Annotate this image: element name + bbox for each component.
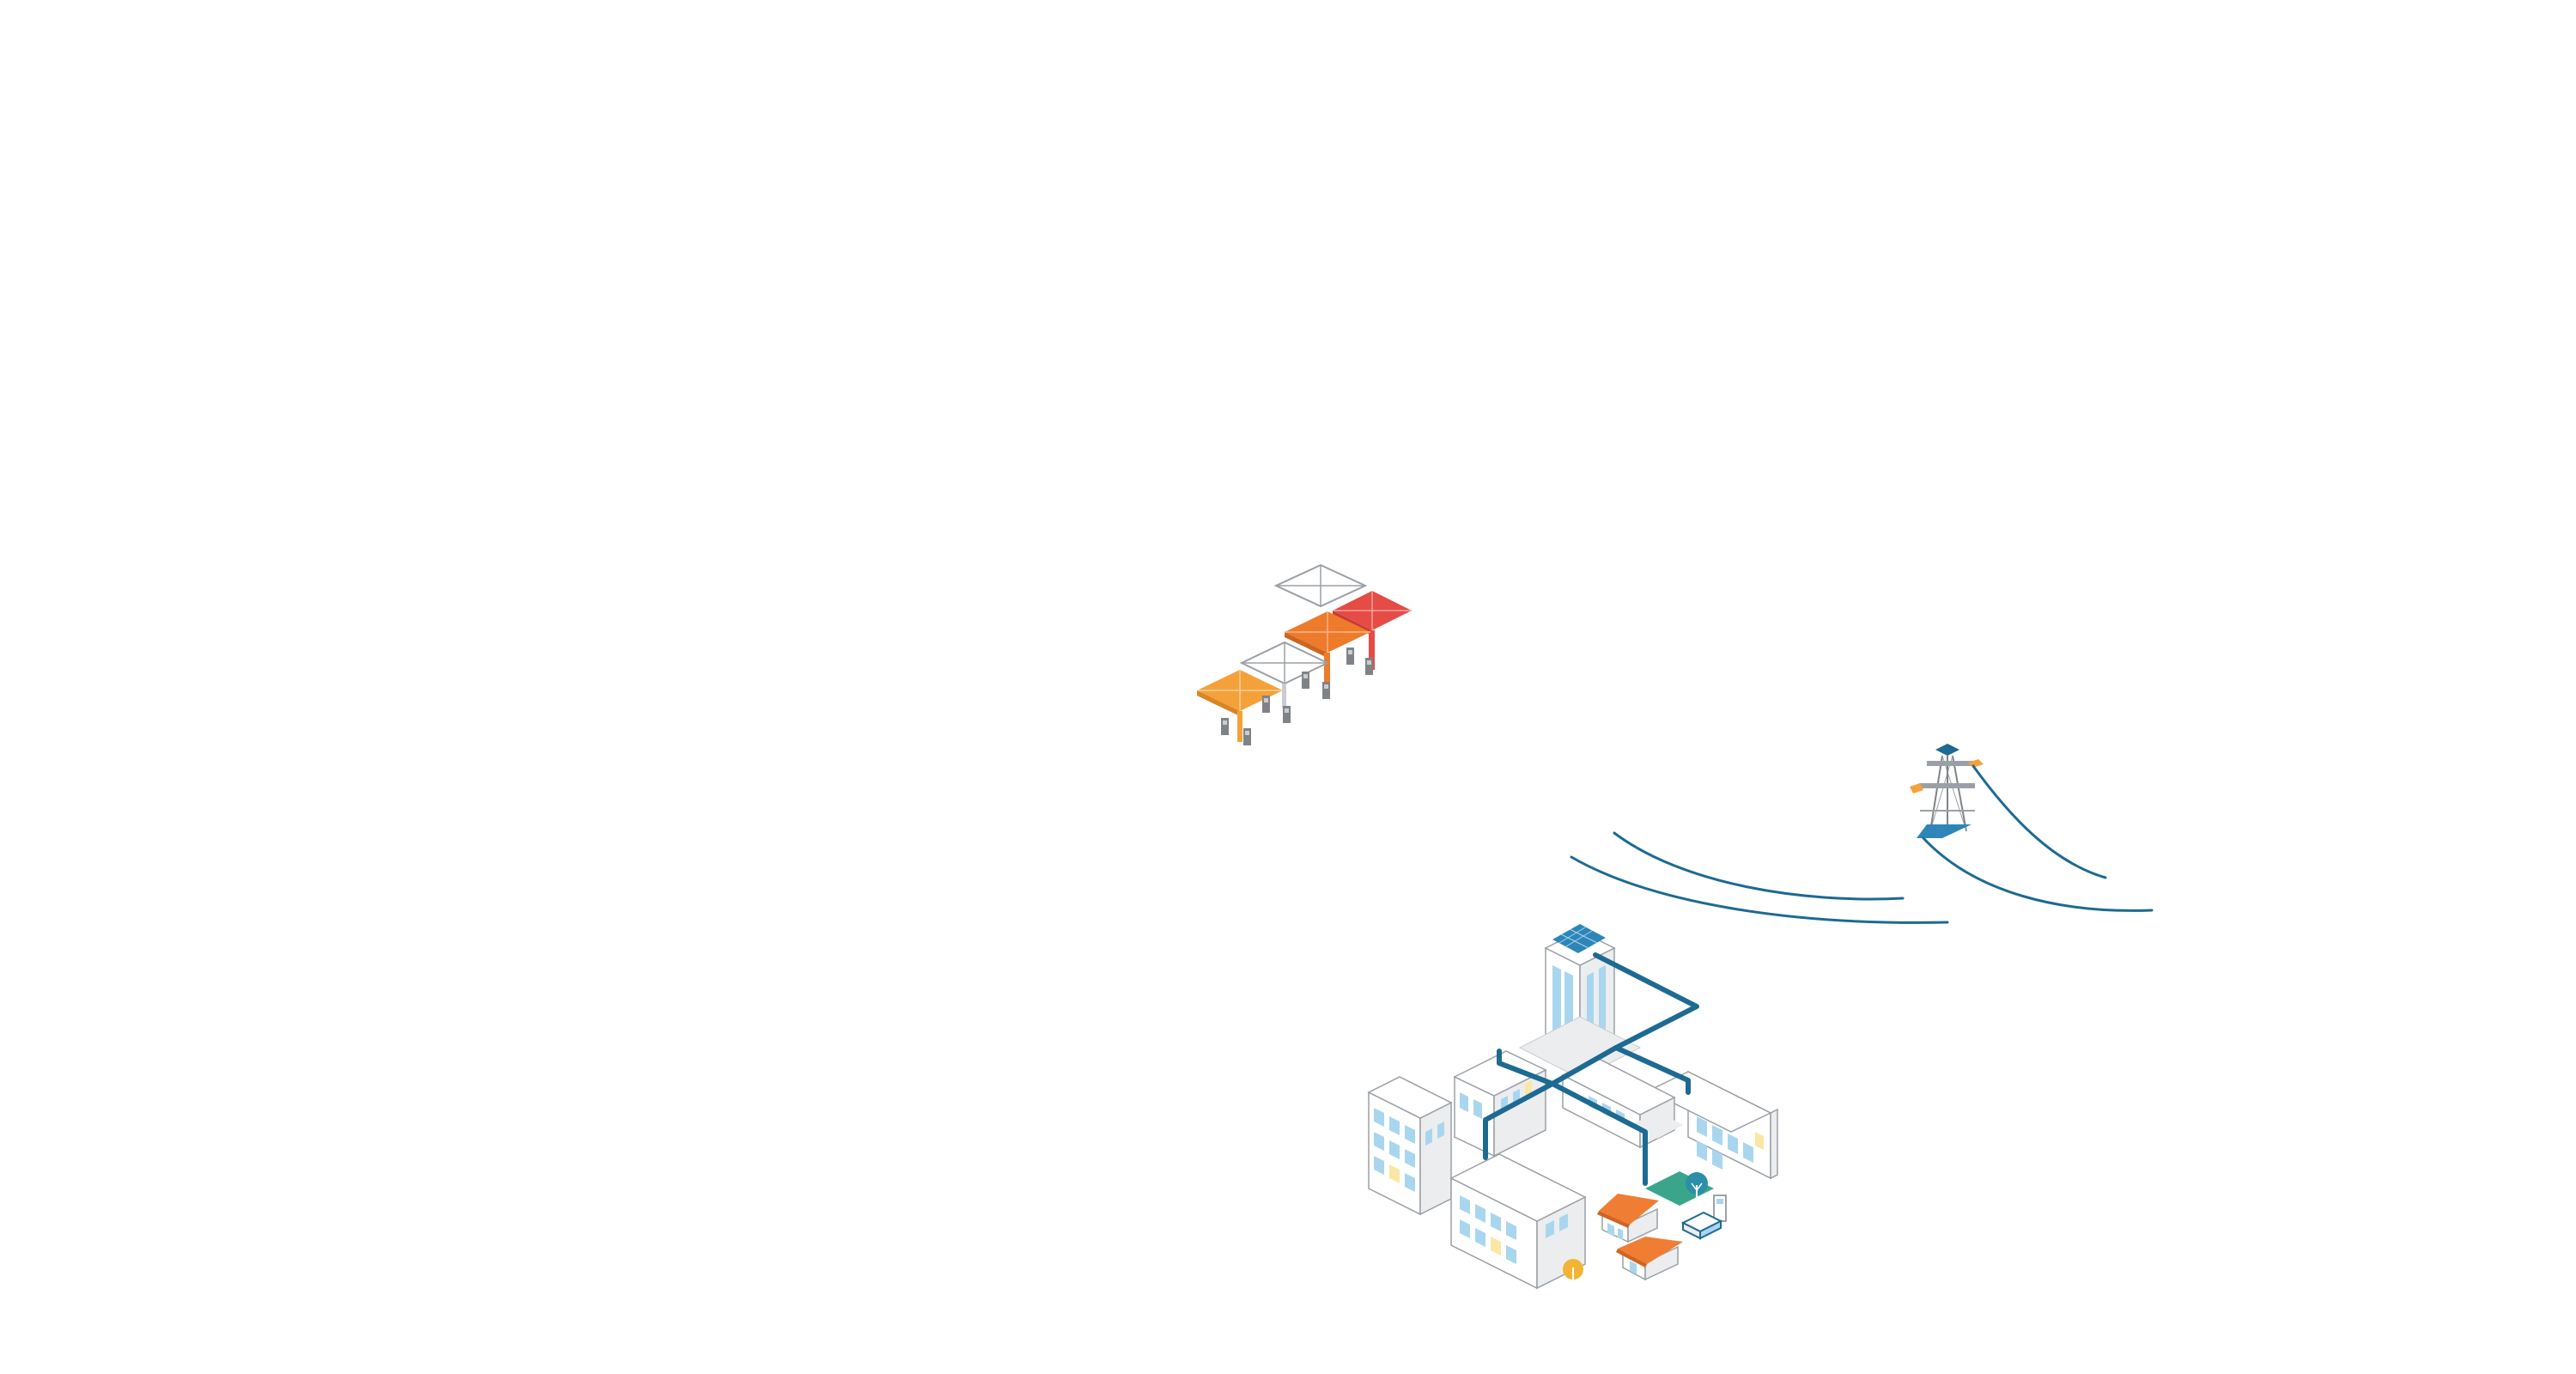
apartment-building-icon bbox=[1647, 1070, 1778, 1180]
fuel-pump-icon bbox=[1262, 696, 1270, 713]
house-icon bbox=[1616, 1237, 1683, 1281]
fuel-station-canopy-icon bbox=[1273, 563, 1368, 608]
fuel-station-canopy-icon bbox=[1285, 611, 1370, 694]
transmission-group bbox=[1570, 744, 2154, 924]
apartment-building-icon bbox=[1367, 1076, 1453, 1216]
fuel-pump-icon bbox=[1221, 718, 1229, 735]
parked-car-icon bbox=[1680, 1211, 1723, 1240]
fuel-pump-icon bbox=[1302, 672, 1309, 689]
ev-charger-icon bbox=[1713, 1195, 1727, 1222]
fuel-pump-icon bbox=[1283, 706, 1291, 723]
office-tower-icon bbox=[1518, 924, 1642, 1079]
apartment-building-icon bbox=[1449, 1153, 1587, 1290]
fuel-pump-icon bbox=[1243, 728, 1251, 745]
power-line-icon bbox=[1570, 764, 2154, 924]
power-cable-icon bbox=[1483, 952, 1699, 1186]
fuel-pump-icon bbox=[1365, 658, 1373, 675]
transmission-tower-icon bbox=[1910, 744, 1984, 838]
fuel-pump-icon bbox=[1322, 682, 1330, 699]
solar-panel-icon bbox=[1552, 924, 1606, 953]
apartment-building-icon bbox=[1453, 1050, 1547, 1158]
fuel-station-group bbox=[1197, 563, 1412, 745]
house-icon bbox=[1597, 1194, 1659, 1243]
fuel-station-canopy-icon bbox=[1197, 670, 1283, 742]
city-block-group bbox=[1367, 924, 1778, 1290]
tree-icon bbox=[1563, 1259, 1583, 1290]
tree-icon bbox=[1686, 1172, 1708, 1204]
fuel-pump-icon bbox=[1346, 647, 1354, 665]
